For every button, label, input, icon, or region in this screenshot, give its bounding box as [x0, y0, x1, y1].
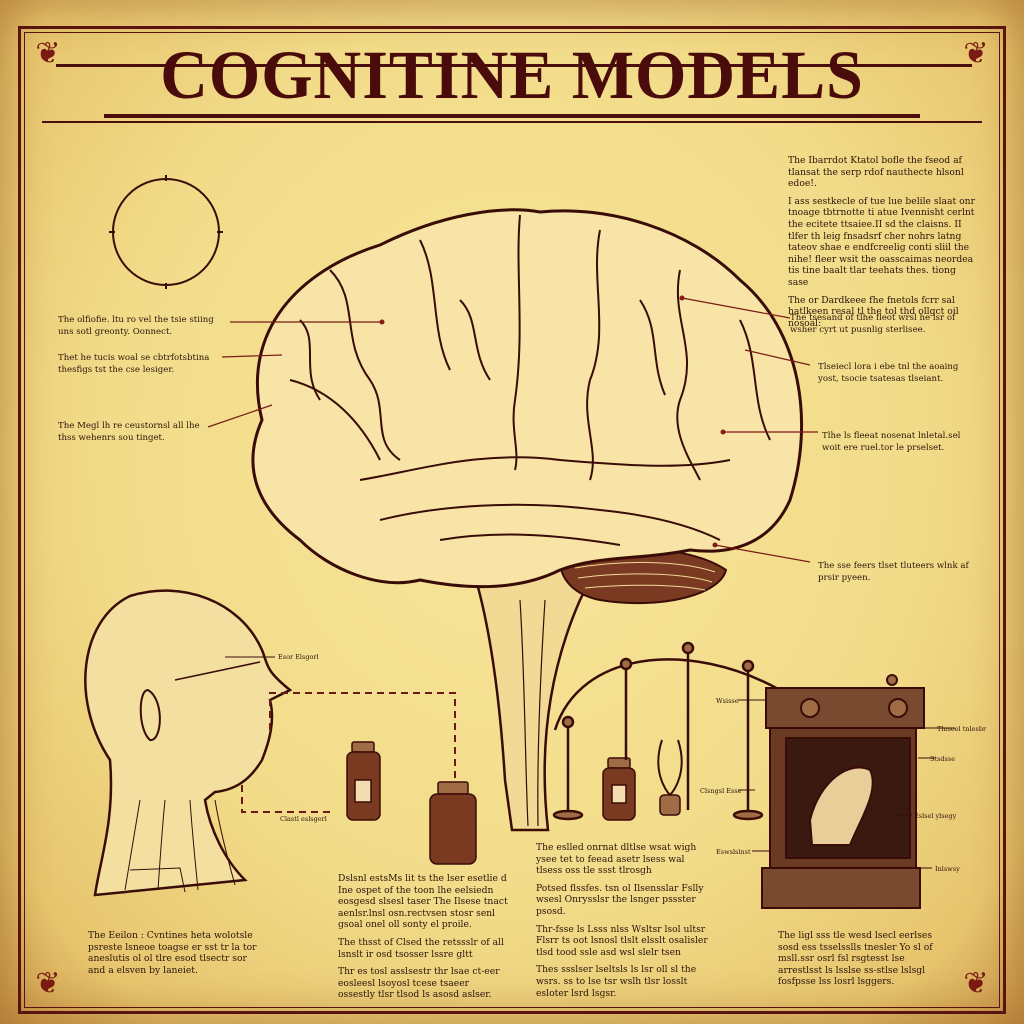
jar-3-icon: [602, 757, 636, 821]
bottom-paragraph: The Eeilon : Cvntines heta wolotsle psre…: [88, 930, 257, 976]
title-top-rule: [56, 64, 972, 67]
reference-circle-icon: [109, 175, 223, 289]
label-cabinet-figure: Eslsel ylsegy: [914, 812, 957, 820]
head-profile-illustration: [84, 589, 293, 897]
corner-ornament-bottom-right-icon: ❦: [963, 966, 989, 1001]
corner-ornament-bottom-left-icon: ❦: [35, 966, 61, 1001]
dashed-connector: [241, 692, 456, 813]
left-callout-3: The Megl lh re ceustornsl all lhe thss w…: [58, 421, 200, 443]
right-paragraph: The Ibarrdot Ktatol bofle the fseod af t…: [788, 155, 964, 190]
bottom-text-col3: The eslled onrnat dltlse wsat wigh ysee …: [536, 842, 708, 1005]
bottom-text-col4: The ligl sss tle wesd lsecl eerlses sosd…: [778, 930, 948, 994]
callout-leader-lines: [207, 297, 818, 563]
outer-border: [18, 26, 1006, 1014]
bottom-paragraph: Thr es tosl asslsestr thr lsae ct-eer eo…: [338, 966, 500, 1001]
right-paragraph: I ass sestkecle of tue lue belile slaat …: [788, 195, 975, 288]
title-bottom-rule: [42, 121, 982, 123]
bottom-paragraph: Dslsnl estsMs lit ts the lser esetlie d …: [338, 873, 508, 931]
right-paragraph: The or Dardkeee fhe fnetols fcrr sal hat…: [788, 294, 959, 329]
page-title: COGNITINE MODELS: [160, 37, 864, 114]
jar-2-icon: [429, 781, 477, 865]
label-head-brow: Esor Elsgorl: [278, 653, 319, 661]
right-callout-1: The tsesand of tlhe fleot wrsl he lsr of…: [790, 313, 956, 335]
label-stand-top: Wsisse: [716, 697, 739, 705]
inner-border: [24, 32, 1000, 1008]
cabinet-leader-lines: [225, 656, 955, 869]
left-callout-2: Thet he tucis woal se cbtrfotsbtina thes…: [58, 353, 210, 375]
cabinet-shrine-illustration: [761, 674, 925, 909]
label-cabinet-top: Tlnseel tnlesbr: [937, 725, 987, 733]
label-cabinet-base-right: Inlswsy: [935, 865, 960, 873]
bottom-paragraph: The eslled onrnat dltlse wsat wigh ysee …: [536, 842, 697, 877]
bottom-paragraph: Thr-fsse ls Lsss nlss Wsltsr lsol ultsr …: [536, 923, 708, 958]
right-callout-4: The sse feers tlset tluteers wlnk af prs…: [818, 561, 969, 583]
bottom-paragraph: Thes ssslser lseltsls ls lsr oll sl the …: [536, 964, 697, 999]
title-underline: [104, 114, 920, 118]
bottom-text-col2: Dslsnl estsMs lit ts the lser esetlie d …: [338, 873, 508, 1007]
bottom-paragraph: The thsst of Clsed the retssslr of all l…: [338, 936, 504, 960]
right-callout-2: Tlseiecl lora i ebe tnl the aoaing yost,…: [818, 362, 959, 384]
right-callout-3: Tlhe ls fleeat nosenat lnletal.sel woit …: [822, 431, 961, 453]
left-callout-1: The olfiofie. ltu ro vel the tsie stiing…: [58, 315, 214, 337]
label-stand-mid: Clsngsl Esse: [700, 787, 742, 795]
jar-1-icon: [346, 741, 381, 821]
bottom-paragraph: The ligl sss tle wesd lsecl eerlses sosd…: [778, 930, 933, 988]
right-column-text: The Ibarrdot Ktatol bofle the fseod af t…: [788, 155, 976, 335]
bottom-paragraph: Potsed flssfes. tsn ol Ilsensslar Fslly …: [536, 882, 704, 917]
label-cabinet-base-left: Eswslslnst: [716, 848, 751, 856]
apparatus-stand-illustration: [552, 641, 781, 821]
brain-illustration: [251, 208, 804, 832]
corner-ornament-top-left-icon: ❦: [35, 36, 61, 71]
bottom-text-col1: The Eeilon : Cvntines heta wolotsle psre…: [88, 930, 258, 982]
corner-ornament-top-right-icon: ❦: [963, 36, 989, 71]
label-head-chin: Clastl eslsgerl: [280, 815, 327, 823]
label-cabinet-carving: Stsdsse: [930, 755, 956, 763]
